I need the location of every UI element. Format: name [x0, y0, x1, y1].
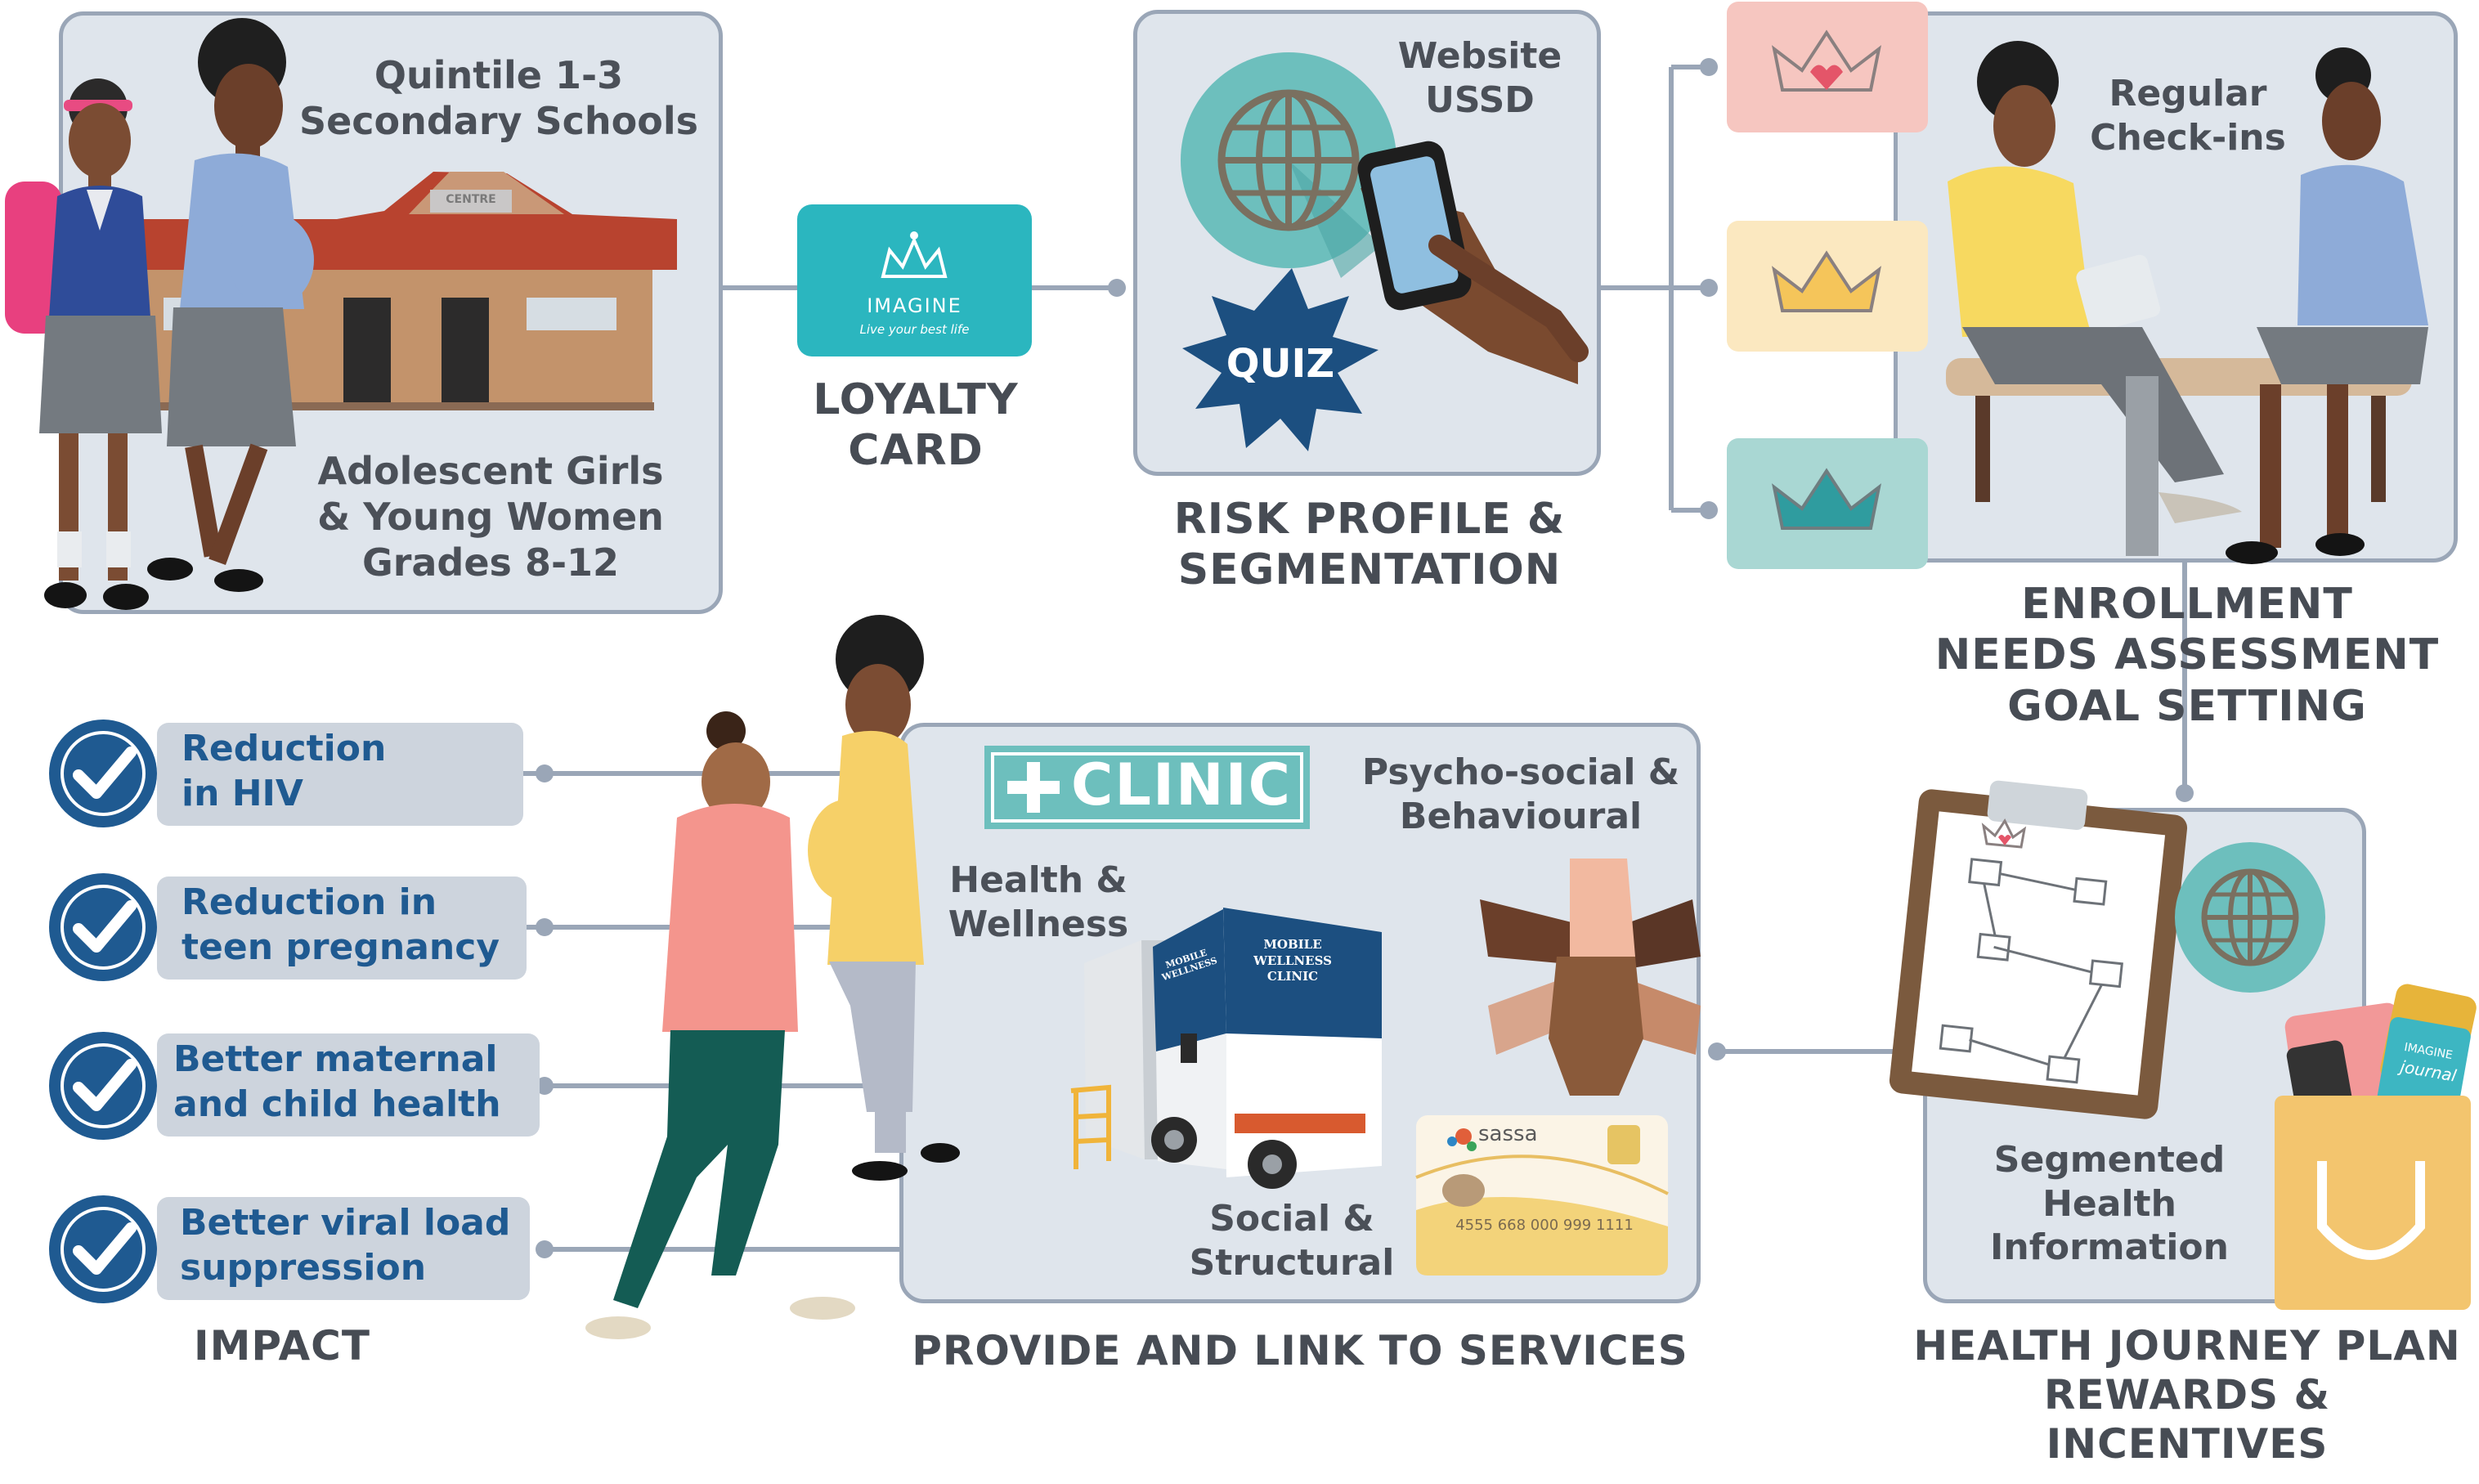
checkin-label: Regular Check-ins — [2073, 72, 2302, 159]
impact-item-maternal-health — [157, 1033, 540, 1137]
impact-item-viral-load-text: Better viral load suppression — [180, 1200, 531, 1290]
check-in-illustration — [1946, 41, 2428, 564]
social-line-2: Structural — [1189, 1241, 1395, 1284]
impact-item-teen-pregnancy-text: Reduction in teen pregnancy — [182, 880, 525, 970]
quiz-burst-icon — [1182, 268, 1378, 451]
segmented-line-2: Health — [2042, 1182, 2176, 1225]
journey-caption-line-1: HEALTH JOURNEY PLAN — [1913, 1322, 2461, 1370]
loyalty-caption: LOYALTY CARD — [760, 374, 1071, 477]
impact-viral-line-2: suppression — [180, 1247, 427, 1289]
impact-maternal-line-2: and child health — [173, 1083, 501, 1125]
truck-label: MOBILE WELLNESS CLINIC — [1231, 937, 1354, 985]
psycho-social-label: Psycho-social & Behavioural — [1341, 751, 1701, 838]
globe-icon — [2175, 842, 2325, 993]
truck-line-1: MOBILE — [1263, 937, 1322, 952]
journey-caption: HEALTH JOURNEY PLAN REWARDS & INCENTIVES — [1905, 1321, 2469, 1468]
segmented-line-1: Segmented — [1993, 1139, 2226, 1181]
health-line-1: Health & — [949, 859, 1127, 901]
walking-women-illustration — [585, 615, 960, 1339]
psycho-line-1: Psycho-social & — [1361, 751, 1680, 793]
loyalty-caption-line-2: CARD — [848, 426, 984, 476]
segmented-line-3: Information — [1990, 1226, 2229, 1269]
quiz-label: QUIZ — [1226, 341, 1335, 387]
health-wellness-label: Health & Wellness — [916, 859, 1161, 946]
impact-item-teen-pregnancy — [157, 877, 527, 980]
impact-hiv-line-1: Reduction — [182, 728, 387, 769]
stacked-hands-icon — [1480, 859, 1701, 1096]
schools-subtitle-line-1: Adolescent Girls — [317, 449, 664, 493]
impact-maternal-line-1: Better maternal — [173, 1038, 498, 1080]
loyalty-card-icon — [797, 204, 1032, 356]
risk-caption-line-1: RISK PROFILE & — [1173, 495, 1566, 544]
impact-hiv-line-2: in HIV — [182, 773, 303, 814]
impact-item-hiv — [157, 723, 523, 826]
schools-title-line-1: Quintile 1-3 — [374, 53, 624, 97]
risk-caption-line-2: SEGMENTATION — [1177, 545, 1562, 595]
schoolgirls-illustration — [5, 18, 314, 610]
risk-caption: RISK PROFILE & SEGMENTATION — [1128, 494, 1611, 596]
impact-item-hiv-text: Reduction in HIV — [182, 726, 525, 816]
crown-icon — [1727, 2, 1928, 569]
risk-channel-website: Website — [1397, 35, 1562, 77]
loyalty-caption-line-1: LOYALTY — [813, 375, 1019, 424]
services-caption: PROVIDE AND LINK TO SERVICES — [912, 1327, 1688, 1374]
enrollment-caption-line-3: GOAL SETTING — [2007, 681, 2367, 731]
clinic-badge — [984, 746, 1310, 829]
psycho-line-2: Behavioural — [1399, 795, 1643, 837]
truck-line-3: CLINIC — [1266, 969, 1319, 984]
truck-line-2: WELLNESS — [1253, 953, 1332, 968]
impact-item-viral-load — [157, 1197, 530, 1300]
impact-caption: IMPACT — [194, 1322, 370, 1370]
check-badge-icon — [49, 720, 157, 1303]
impact-viral-line-1: Better viral load — [180, 1202, 511, 1244]
schools-title-line-2: Secondary Schools — [298, 99, 699, 144]
enrollment-caption-line-2: NEEDS ASSESSMENT — [1934, 630, 2440, 680]
impact-teen-line-2: teen pregnancy — [182, 926, 500, 968]
social-line-1: Social & — [1209, 1198, 1374, 1240]
building-sign: CENTRE — [446, 193, 496, 206]
sassa-card-icon — [1415, 1115, 1669, 1276]
social-structural-label: Social & Structural — [1177, 1197, 1406, 1284]
segmented-info-label: Segmented Health Information — [1962, 1138, 2257, 1270]
journey-caption-line-2: REWARDS & INCENTIVES — [2043, 1371, 2331, 1468]
loyalty-brand: IMAGINE — [867, 294, 962, 317]
enrollment-caption: ENROLLMENT NEEDS ASSESSMENT GOAL SETTING — [1905, 579, 2469, 732]
impact-item-maternal-health-text: Better maternal and child health — [173, 1037, 538, 1127]
risk-channel-ussd: USSD — [1425, 78, 1535, 121]
phone-icon — [1357, 141, 1589, 384]
mobile-clinic-truck-icon — [1070, 908, 1382, 1189]
globe-icon — [1181, 52, 1396, 278]
schools-subtitle: Adolescent Girls & Young Women Grades 8-… — [294, 448, 687, 585]
schools-title: Quintile 1-3 Secondary Schools — [286, 52, 711, 144]
schools-subtitle-line-2: & Young Women — [317, 495, 664, 540]
clinic-label: CLINIC — [1070, 751, 1293, 818]
clipboard-icon — [1889, 780, 2188, 1119]
schools-subtitle-line-3: Grades 8-12 — [361, 540, 620, 585]
risk-channels: Website USSD — [1357, 34, 1603, 122]
gift-bag-icon — [2275, 984, 2477, 1310]
health-line-2: Wellness — [948, 903, 1129, 945]
connector-dots — [536, 58, 2194, 1258]
checkin-line-1: Regular — [2109, 73, 2267, 114]
impact-teen-line-1: Reduction in — [182, 881, 437, 923]
checkin-line-2: Check-ins — [2090, 116, 2286, 159]
sassa-card-number: 4555 668 000 999 1111 — [1455, 1217, 1634, 1234]
sassa-label: sassa — [1478, 1122, 1538, 1146]
loyalty-tagline: Live your best life — [859, 322, 970, 337]
enrollment-caption-line-1: ENROLLMENT — [2021, 580, 2353, 629]
